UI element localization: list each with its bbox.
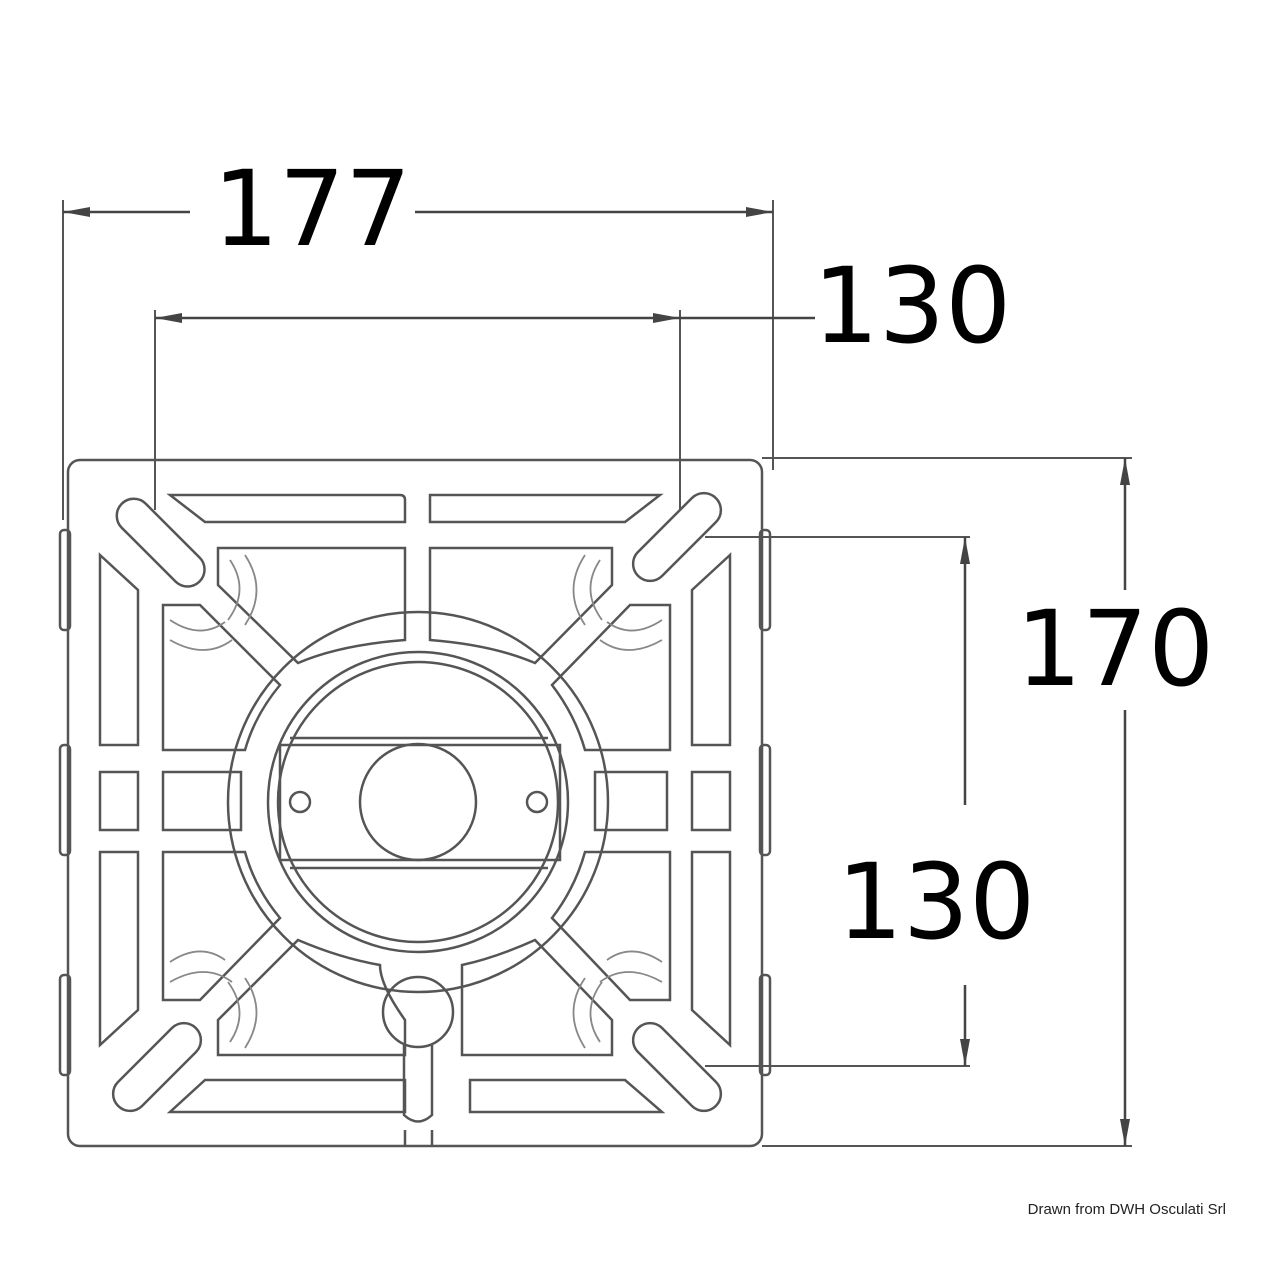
pocket-bottom-right-lower: [460, 938, 614, 1057]
pocket-top-right-upper: [428, 546, 614, 665]
left-slot-bottom: [98, 850, 140, 1048]
dim-overall-width: 177: [213, 148, 412, 270]
corner-slot-top-right: [631, 491, 723, 583]
bar-bolt-left: [288, 790, 312, 814]
right-slot-bottom: [690, 850, 732, 1048]
pocket-bottom-left-upper: [161, 850, 282, 1002]
top-slot-left: [166, 493, 407, 524]
dim-hole-spacing-horizontal: 130: [813, 245, 1012, 367]
center-bar: [278, 743, 562, 862]
drain-notch: [403, 1130, 434, 1146]
dim-overall-height: 170: [1016, 588, 1215, 710]
boss-ring-inner: [276, 660, 560, 944]
right-slot-top: [690, 552, 732, 747]
right-tab-bottom: [758, 973, 772, 1077]
pocket-bottom-left-lower: [216, 938, 407, 1057]
window-right-inner: [593, 770, 669, 832]
window-left-inner: [161, 770, 243, 832]
dim-hole-spacing-vertical: 130: [837, 841, 1036, 963]
base-plate: [58, 458, 772, 1148]
drain-hole: [381, 975, 455, 1049]
pocket-top-right-lower: [550, 603, 672, 752]
center-hole: [358, 742, 478, 862]
top-slot-right: [428, 493, 664, 524]
corner-slot-bottom-left: [111, 1021, 203, 1113]
right-tab-mid: [758, 743, 772, 857]
bottom-slot-right: [468, 1078, 666, 1114]
boss-arc-outer: [226, 610, 610, 994]
drain-channel: [402, 1045, 434, 1123]
bottom-slot-left: [166, 1078, 407, 1114]
left-slot-top: [98, 552, 140, 747]
left-tab-top: [58, 528, 72, 632]
pocket-ribs: [169, 554, 663, 1049]
pocket-top-left-upper: [216, 546, 407, 665]
plate-outline: [66, 458, 764, 1148]
window-left-outer: [98, 770, 140, 832]
window-right-outer: [690, 770, 732, 832]
boss-ring-outer: [266, 650, 570, 954]
right-tab-top: [758, 528, 772, 632]
dimension-lines: [62, 200, 1132, 1147]
credit-text: Drawn from DWH Osculati Srl: [1028, 1201, 1226, 1218]
pocket-top-left-lower: [161, 603, 282, 752]
corner-slot-top-left: [115, 497, 206, 588]
bar-bolt-right: [525, 790, 549, 814]
pocket-bottom-right-upper: [550, 850, 672, 1002]
left-tab-bottom: [58, 973, 72, 1077]
corner-slot-bottom-right: [631, 1021, 723, 1113]
left-tab-mid: [58, 743, 72, 857]
